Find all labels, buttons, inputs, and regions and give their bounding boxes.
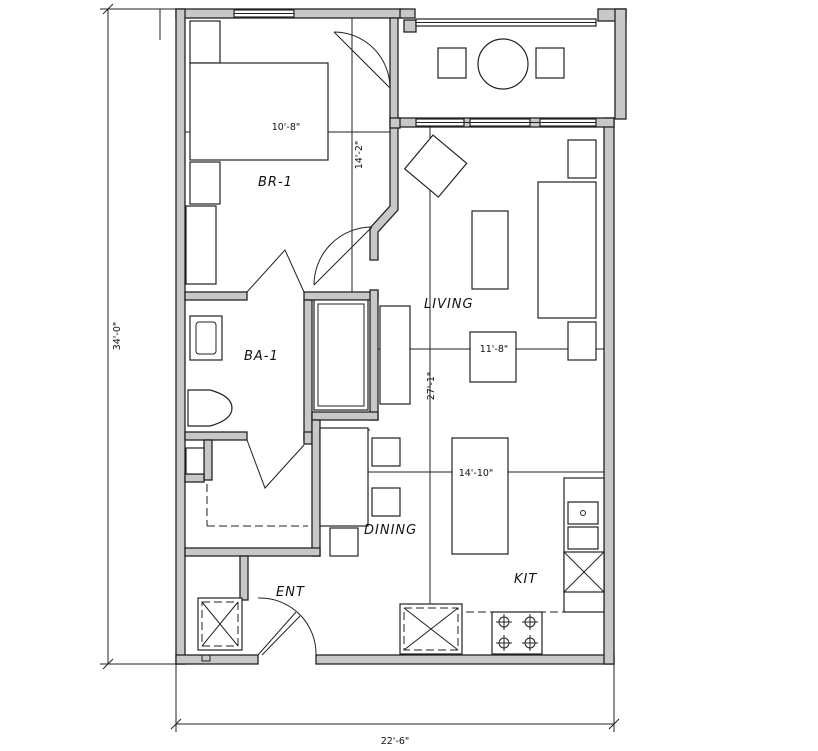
balcony-furniture [437,38,565,90]
sink-bowl [567,501,599,525]
kitchen-island [451,437,509,555]
chair [329,527,359,557]
round-table [477,38,529,90]
nightstand [189,20,221,64]
room-label-bath: BA-1 [244,349,279,364]
sofa [537,181,597,319]
room-label-bedroom: BR-1 [258,175,293,190]
range [491,611,543,655]
bed [189,62,329,161]
bath-fixtures [187,315,233,427]
room-label-living: LIVING [424,297,474,312]
chair [437,47,467,79]
doors [201,31,391,662]
bedroom-furniture [185,20,329,285]
dining-furniture [319,427,509,557]
entry-closet [197,597,243,651]
sideboard [319,427,369,527]
dresser [185,205,217,285]
closet-shelf [313,299,369,411]
dim-dining-width: 14'-10" [459,468,494,479]
dim-bedroom-depth: 14'-2" [354,141,365,170]
dim-overall-width: 22'-6" [381,736,410,747]
sink [189,315,223,361]
media-console [379,305,411,405]
end-table [567,321,597,361]
dim-living-width: 11'-8" [480,344,509,355]
living-furniture [313,134,597,411]
kitchen [399,477,605,655]
coffee-table [471,210,509,290]
nightstand [189,161,221,205]
dim-living-depth: 27'-1" [426,372,437,401]
room-label-dining: DINING [364,523,417,538]
room-label-entry: ENT [276,585,305,600]
ottoman [469,331,517,383]
end-table [567,139,597,179]
sink-bowl [567,526,599,550]
dim-bedroom-width: 10'-8" [272,122,301,133]
dim-overall-depth: 34'-0" [112,322,123,351]
shelf [185,447,205,475]
chair [371,487,401,517]
chair [371,437,401,467]
windows [233,9,597,127]
chair [535,47,565,79]
armchair [403,134,468,198]
toilet [187,389,233,427]
room-label-kitchen: KIT [514,572,537,587]
